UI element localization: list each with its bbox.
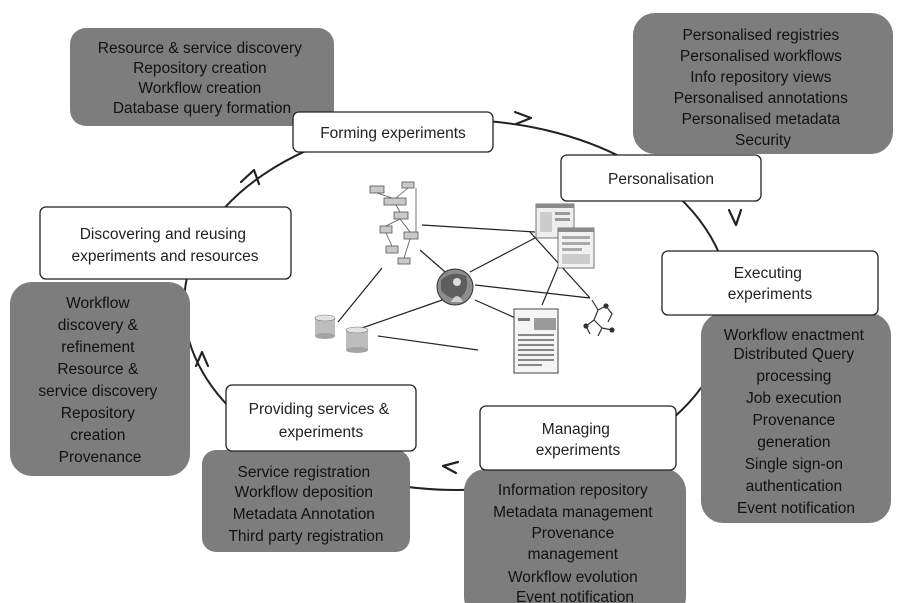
- detail-line: Event notification: [737, 500, 855, 517]
- stage-executing-experiments: [661, 250, 879, 316]
- forming-details-text: Resource & service discovery Repository …: [98, 40, 306, 117]
- document-icon: [513, 308, 559, 374]
- screenshot-windows-icon: [535, 203, 595, 269]
- discovering-details-text: Workflow discovery & refinement Resource…: [38, 295, 161, 466]
- arrow-to-executing: [727, 208, 743, 227]
- detail-line: Provenance: [531, 525, 614, 542]
- stage-label-line: Executing: [734, 265, 802, 282]
- detail-line: discovery &: [58, 317, 139, 334]
- stage-label-line: experiments: [728, 286, 813, 303]
- stage-label-line: Personalisation: [608, 171, 714, 188]
- stage-personalisation-label: Personalisation: [608, 171, 714, 188]
- detail-line: Personalised metadata: [682, 111, 841, 128]
- stage-label-line: Providing services &: [249, 401, 390, 418]
- globe-person-icon: [436, 268, 474, 306]
- detail-line: Third party registration: [228, 528, 383, 545]
- detail-line: Workflow deposition: [235, 484, 373, 501]
- detail-line: generation: [757, 434, 830, 451]
- stage-label-line: Discovering and reusing: [80, 226, 246, 243]
- stage-label-line: Managing: [542, 421, 610, 438]
- database-icon: [314, 314, 369, 353]
- personalisation-details-text: Personalised registries Personalised wor…: [674, 27, 852, 149]
- detail-line: Provenance: [752, 412, 835, 429]
- forming-details-panel: [70, 28, 334, 126]
- detail-line: Resource &: [57, 361, 139, 378]
- detail-line: Personalised registries: [682, 27, 839, 44]
- arrow-to-personalisation: [513, 110, 533, 126]
- managing-details-panel: [464, 469, 686, 603]
- stage-forming-label: Forming experiments: [320, 125, 466, 142]
- arrow-to-providing: [441, 460, 460, 475]
- detail-line: Workflow: [66, 295, 130, 312]
- stage-label-line: experiments and resources: [72, 248, 259, 265]
- providing-details-panel: [202, 450, 410, 552]
- detail-line: Single sign-on: [745, 456, 843, 473]
- stage-discovering-label: Discovering and reusing experiments and …: [72, 226, 259, 265]
- workflow-graph-icon: [369, 181, 419, 265]
- detail-line: Event notification: [516, 589, 634, 603]
- detail-line: management: [528, 546, 619, 563]
- stage-providing-services: [225, 384, 417, 452]
- detail-line: Metadata Annotation: [233, 506, 375, 523]
- stage-label-line: Forming experiments: [320, 125, 466, 142]
- stage-managing-label: Managing experiments: [536, 421, 621, 459]
- detail-line: creation: [70, 427, 125, 444]
- detail-line: Repository creation: [133, 60, 267, 77]
- executing-details-panel: [701, 313, 891, 523]
- detail-line: Resource & service discovery: [98, 40, 302, 57]
- detail-line: Workflow enactment: [724, 327, 865, 344]
- detail-line: Information repository: [498, 482, 648, 499]
- detail-line: Metadata management: [493, 504, 653, 521]
- detail-line: Repository: [61, 405, 135, 422]
- detail-line: authentication: [746, 478, 843, 495]
- detail-line: Provenance: [59, 449, 142, 466]
- executing-details-text: Workflow enactment Distributed Query pro…: [724, 327, 868, 517]
- managing-details-text: Information repository Metadata manageme…: [493, 482, 657, 603]
- stage-discovering-reusing: [39, 206, 292, 280]
- discovering-details-panel: [10, 282, 190, 476]
- stage-label-line: experiments: [279, 424, 364, 441]
- stage-personalisation: [560, 154, 762, 202]
- arrow-to-discovering: [194, 350, 210, 368]
- detail-line: Job execution: [746, 390, 842, 407]
- detail-line: Personalised annotations: [674, 90, 848, 107]
- providing-details-text: Service registration Workflow deposition…: [228, 464, 383, 545]
- molecule-icon: [583, 299, 615, 337]
- stage-forming-experiments: [292, 111, 494, 153]
- stage-managing-experiments: [479, 405, 677, 471]
- detail-line: Info repository views: [690, 69, 832, 86]
- detail-line: refinement: [61, 339, 135, 356]
- detail-line: service discovery: [38, 383, 157, 400]
- detail-line: Distributed Query: [734, 346, 855, 363]
- detail-line: Workflow creation: [138, 80, 261, 97]
- stage-label-line: experiments: [536, 442, 621, 459]
- detail-line: Security: [735, 132, 791, 149]
- detail-line: Database query formation: [113, 100, 291, 117]
- detail-line: processing: [756, 368, 831, 385]
- detail-line: Service registration: [238, 464, 371, 481]
- arrow-to-forming: [239, 168, 261, 186]
- personalisation-details-panel: [633, 13, 893, 154]
- detail-line: Personalised workflows: [680, 48, 842, 65]
- detail-line: Workflow evolution: [508, 569, 638, 586]
- stage-executing-label: Executing experiments: [728, 265, 813, 303]
- stage-providing-label: Providing services & experiments: [249, 401, 394, 441]
